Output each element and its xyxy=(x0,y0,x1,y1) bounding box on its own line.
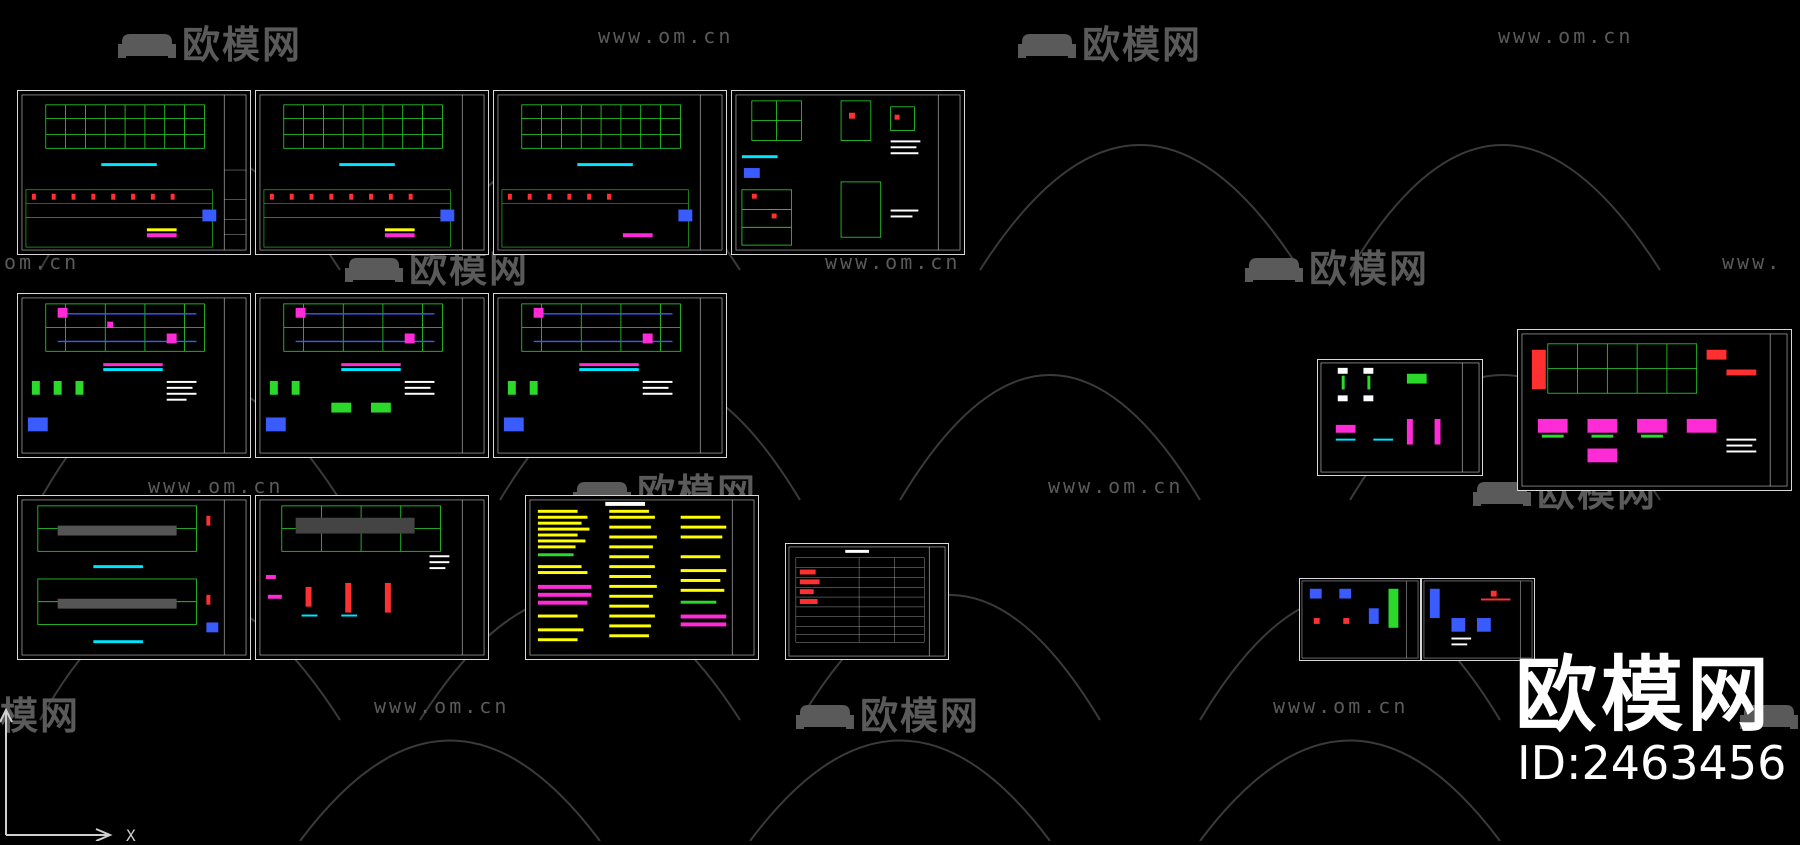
drawing-sheet[interactable] xyxy=(1317,359,1483,476)
drawing-sheet[interactable] xyxy=(1517,329,1792,491)
plan-drawing xyxy=(259,94,485,251)
beam-plan-drawing xyxy=(21,297,247,454)
watermark-brand: 欧模网 xyxy=(1245,238,1429,293)
roof-plan-drawing xyxy=(21,499,247,656)
sofa-icon xyxy=(1245,258,1303,282)
plan-drawing xyxy=(21,94,247,251)
overlay-brand: 欧模网 xyxy=(1515,648,1774,743)
drawing-sheet[interactable] xyxy=(1299,578,1421,661)
detail-drawing xyxy=(735,94,961,251)
drawing-sheet[interactable] xyxy=(1421,578,1535,661)
section-detail-drawing xyxy=(1301,580,1419,659)
watermark-url-partial: www. xyxy=(1722,250,1783,274)
ucs-icon xyxy=(0,707,113,841)
drawing-sheet[interactable] xyxy=(255,293,489,458)
watermark-url: www.om.cn xyxy=(148,474,284,498)
drawing-sheet[interactable] xyxy=(785,543,949,660)
drawing-sheet[interactable] xyxy=(255,495,489,660)
general-notes-drawing xyxy=(529,499,755,656)
drawing-index-table xyxy=(788,546,946,657)
sofa-icon xyxy=(1018,34,1076,58)
x-axis-label: X xyxy=(126,826,136,845)
plan-drawing xyxy=(497,94,723,251)
roof-plan-drawing xyxy=(259,499,485,656)
drawing-sheet[interactable] xyxy=(17,90,251,255)
watermark-url: www.om.cn xyxy=(1273,694,1409,718)
drawing-sheet[interactable] xyxy=(17,495,251,660)
drawing-sheet[interactable] xyxy=(525,495,759,660)
drawing-sheet[interactable] xyxy=(255,90,489,255)
beam-plan-drawing xyxy=(497,297,723,454)
sofa-icon xyxy=(796,705,854,729)
stair-detail-drawing xyxy=(1320,362,1480,473)
drawing-sheet[interactable] xyxy=(731,90,965,255)
drawing-sheet[interactable] xyxy=(17,293,251,458)
watermark-brand: 欧模网 xyxy=(1018,14,1202,69)
watermark-url: www.om.cn xyxy=(1498,24,1634,48)
watermark-url: www.om.cn xyxy=(598,24,734,48)
watermark-brand-partial: 模网 xyxy=(0,694,81,738)
sofa-icon xyxy=(1740,705,1798,729)
sofa-icon xyxy=(345,258,403,282)
watermark-brand: 欧模网 xyxy=(118,14,302,69)
drawing-sheet[interactable] xyxy=(493,90,727,255)
sofa-icon xyxy=(1473,482,1531,506)
overlay-id: ID:2463456 xyxy=(1517,736,1787,790)
section-detail-drawing xyxy=(1423,580,1533,659)
beam-plan-drawing xyxy=(259,297,485,454)
sofa-icon xyxy=(118,34,176,58)
rebar-plan-drawing xyxy=(1521,333,1788,487)
watermark-url: www.om.cn xyxy=(374,694,510,718)
drawing-sheet[interactable] xyxy=(493,293,727,458)
watermark-brand-partial: 欧 xyxy=(1740,685,1800,740)
watermark-url: www.om.cn xyxy=(1048,474,1184,498)
watermark-brand: 欧模网 xyxy=(796,685,980,740)
